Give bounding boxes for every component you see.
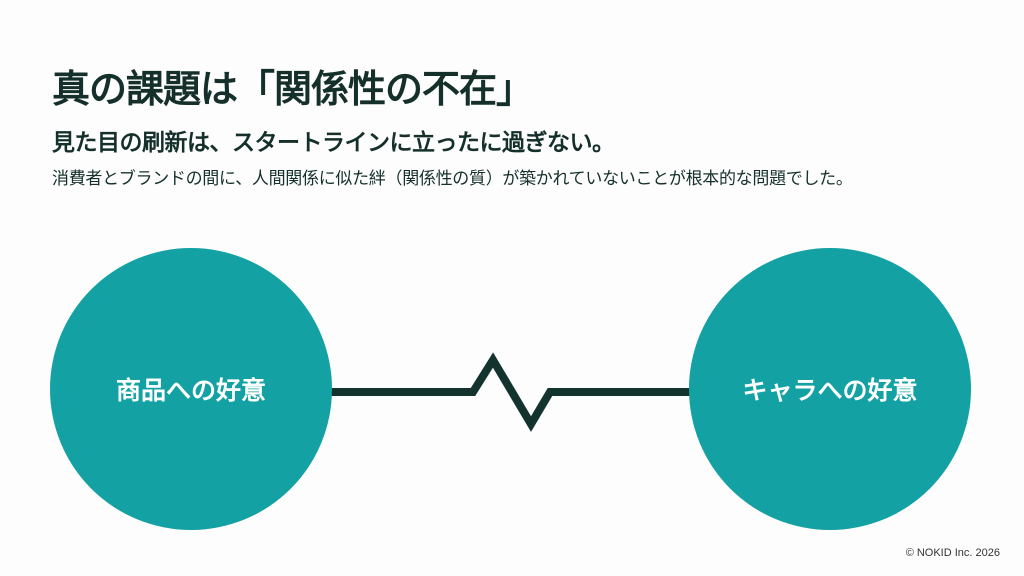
- product-affinity-label: 商品への好意: [115, 376, 266, 405]
- slide-subtitle: 見た目の刷新は、スタートラインに立ったに過ぎない。: [52, 130, 615, 156]
- slide-body-text: 消費者とブランドの間に、人間関係に似た絆（関係性の質）が築かれていないことが根本…: [52, 169, 853, 189]
- character-affinity-circle: キャラへの好意: [689, 248, 971, 530]
- product-affinity-circle: 商品への好意: [50, 248, 332, 530]
- character-affinity-label: キャラへの好意: [742, 376, 918, 405]
- slide-title: 真の課題は「関係性の不在」: [52, 67, 534, 111]
- copyright: © NOKID Inc. 2026: [905, 547, 1000, 559]
